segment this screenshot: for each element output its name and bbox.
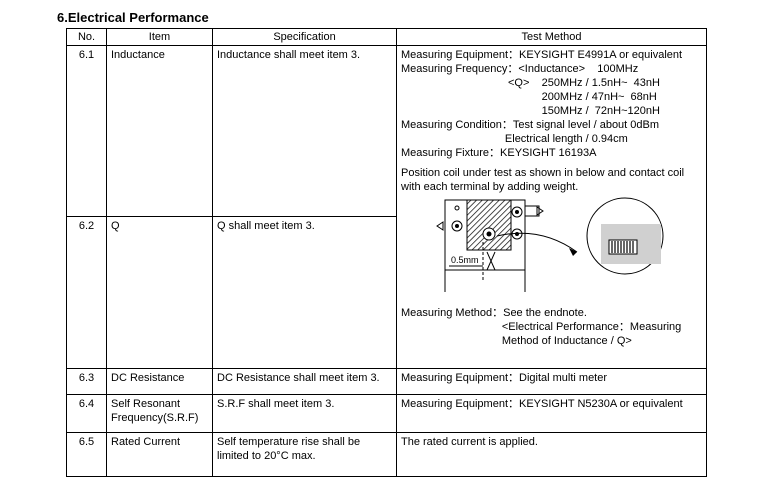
tm-line: Measuring Frequency：<Inductance> 100MHz [401, 63, 639, 75]
row-item: DC Resistance [106, 368, 213, 395]
row-test: Measuring Equipment：KEYSIGHT N5230A or e… [396, 394, 707, 433]
table-row: 6.2 Q Q shall meet item 3. [66, 216, 707, 369]
table-row: 6.3 DC Resistance DC Resistance shall me… [66, 368, 707, 395]
tm-line: Measuring Fixture：KEYSIGHT 16193A [401, 147, 597, 159]
tm-line: 150MHz / 72nH~120nH [401, 105, 660, 117]
row-spec: Self temperature rise shall be limited t… [212, 432, 397, 477]
row-item: Inductance [106, 45, 213, 217]
row-no: 6.2 [66, 216, 107, 369]
tm-method-line: <Electrical Performance：Measuring [401, 321, 682, 333]
header-item: Item [106, 28, 213, 46]
row-spec: Inductance shall meet item 3. [212, 45, 397, 217]
table-row: 6.5 Rated Current Self temperature rise … [66, 432, 707, 477]
tm-line: Measuring Equipment：KEYSIGHT E4991A or e… [401, 49, 683, 61]
tm-method-line: Measuring Method：See the endnote. [401, 307, 587, 319]
test-method-inductance-q: Measuring Equipment：KEYSIGHT E4991A or e… [396, 45, 707, 369]
row-no: 6.4 [66, 394, 107, 433]
position-note: Position coil under test as shown in bel… [401, 167, 685, 193]
table-header-row: No. Item Specification Test Method [66, 28, 707, 46]
row-no: 6.1 [66, 45, 107, 217]
header-no: No. [66, 28, 107, 46]
row-spec: S.R.F shall meet item 3. [212, 394, 397, 433]
dimension-label: 0.5mm [451, 255, 479, 265]
table-row: 6.1 Inductance Inductance shall meet ite… [66, 45, 707, 369]
row-test: Measuring Equipment：Digital multi meter [396, 368, 707, 395]
row-item: Rated Current [106, 432, 213, 477]
table-row: 6.4 Self Resonant Frequency(S.R.F) S.R.F… [66, 394, 707, 433]
row-no: 6.3 [66, 368, 107, 395]
tm-line: 200MHz / 47nH~ 68nH [401, 91, 657, 103]
tm-line: <Q> 250MHz / 1.5nH~ 43nH [401, 77, 660, 89]
tm-method-line: Method of Inductance / Q> [401, 335, 632, 347]
row-item: Self Resonant Frequency(S.R.F) [106, 394, 213, 433]
section-title: 6.Electrical Performance [57, 10, 209, 25]
row-test: The rated current is applied. [396, 432, 707, 477]
row-item: Q [106, 216, 213, 369]
test-fixture-figure: 0.5mm [436, 197, 664, 292]
row-no: 6.5 [66, 432, 107, 477]
header-specification: Specification [212, 28, 397, 46]
row-spec: Q shall meet item 3. [212, 216, 397, 369]
tm-line: Measuring Condition：Test signal level / … [401, 119, 660, 131]
header-test-method: Test Method [396, 28, 707, 46]
electrical-performance-table: No. Item Specification Test Method 6.1 I… [66, 28, 707, 477]
tm-line: Electrical length / 0.94cm [401, 133, 628, 145]
row-spec: DC Resistance shall meet item 3. [212, 368, 397, 395]
